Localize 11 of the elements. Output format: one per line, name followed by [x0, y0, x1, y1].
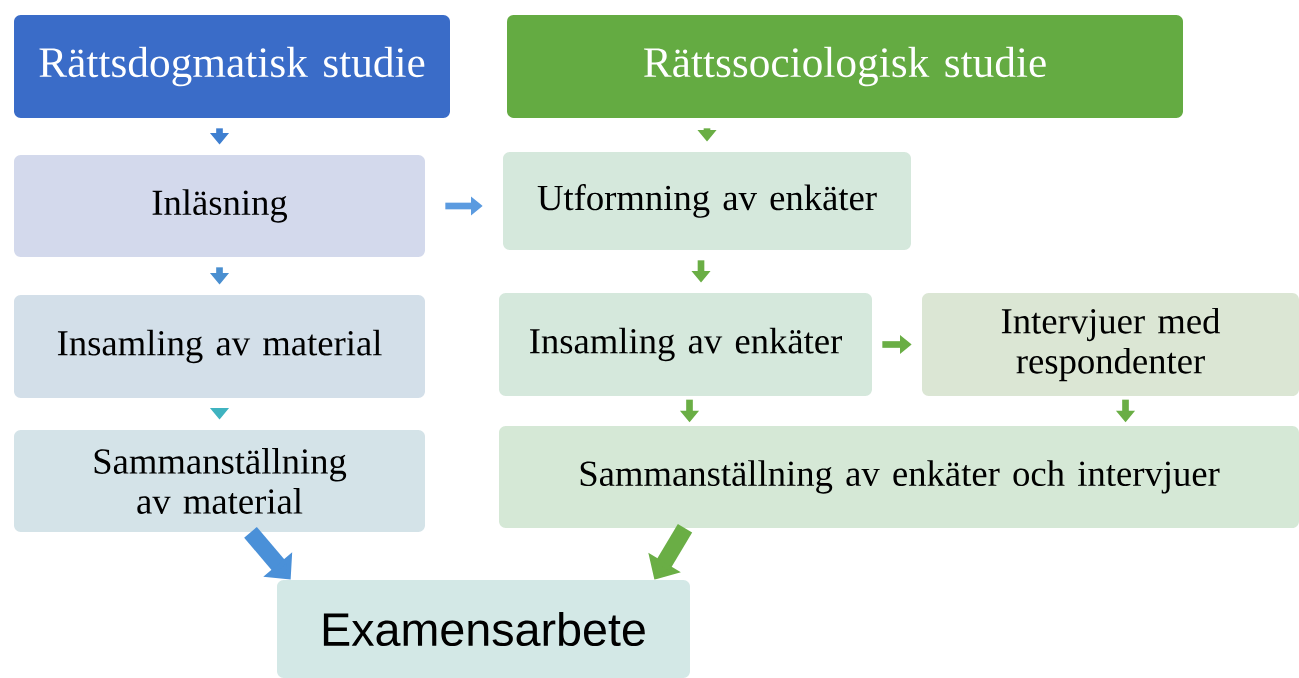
process-box: Insamling av material	[14, 295, 425, 398]
heading-box: Rättssociologisk studie	[507, 15, 1183, 118]
process-box: Intervjuer med respondenter	[922, 293, 1299, 396]
result-box: Examensarbete	[277, 580, 690, 678]
process-box: Utformning av enkäter	[503, 152, 911, 250]
process-box: Inläsning	[14, 155, 425, 257]
process-box: Sammanställning av enkäter och intervjuer	[499, 426, 1299, 528]
process-box: Insamling av enkäter	[499, 293, 872, 396]
arrow	[244, 526, 293, 580]
process-box: Sammanställning av material	[14, 430, 425, 532]
heading-box: Rättsdogmatisk studie	[14, 15, 450, 118]
